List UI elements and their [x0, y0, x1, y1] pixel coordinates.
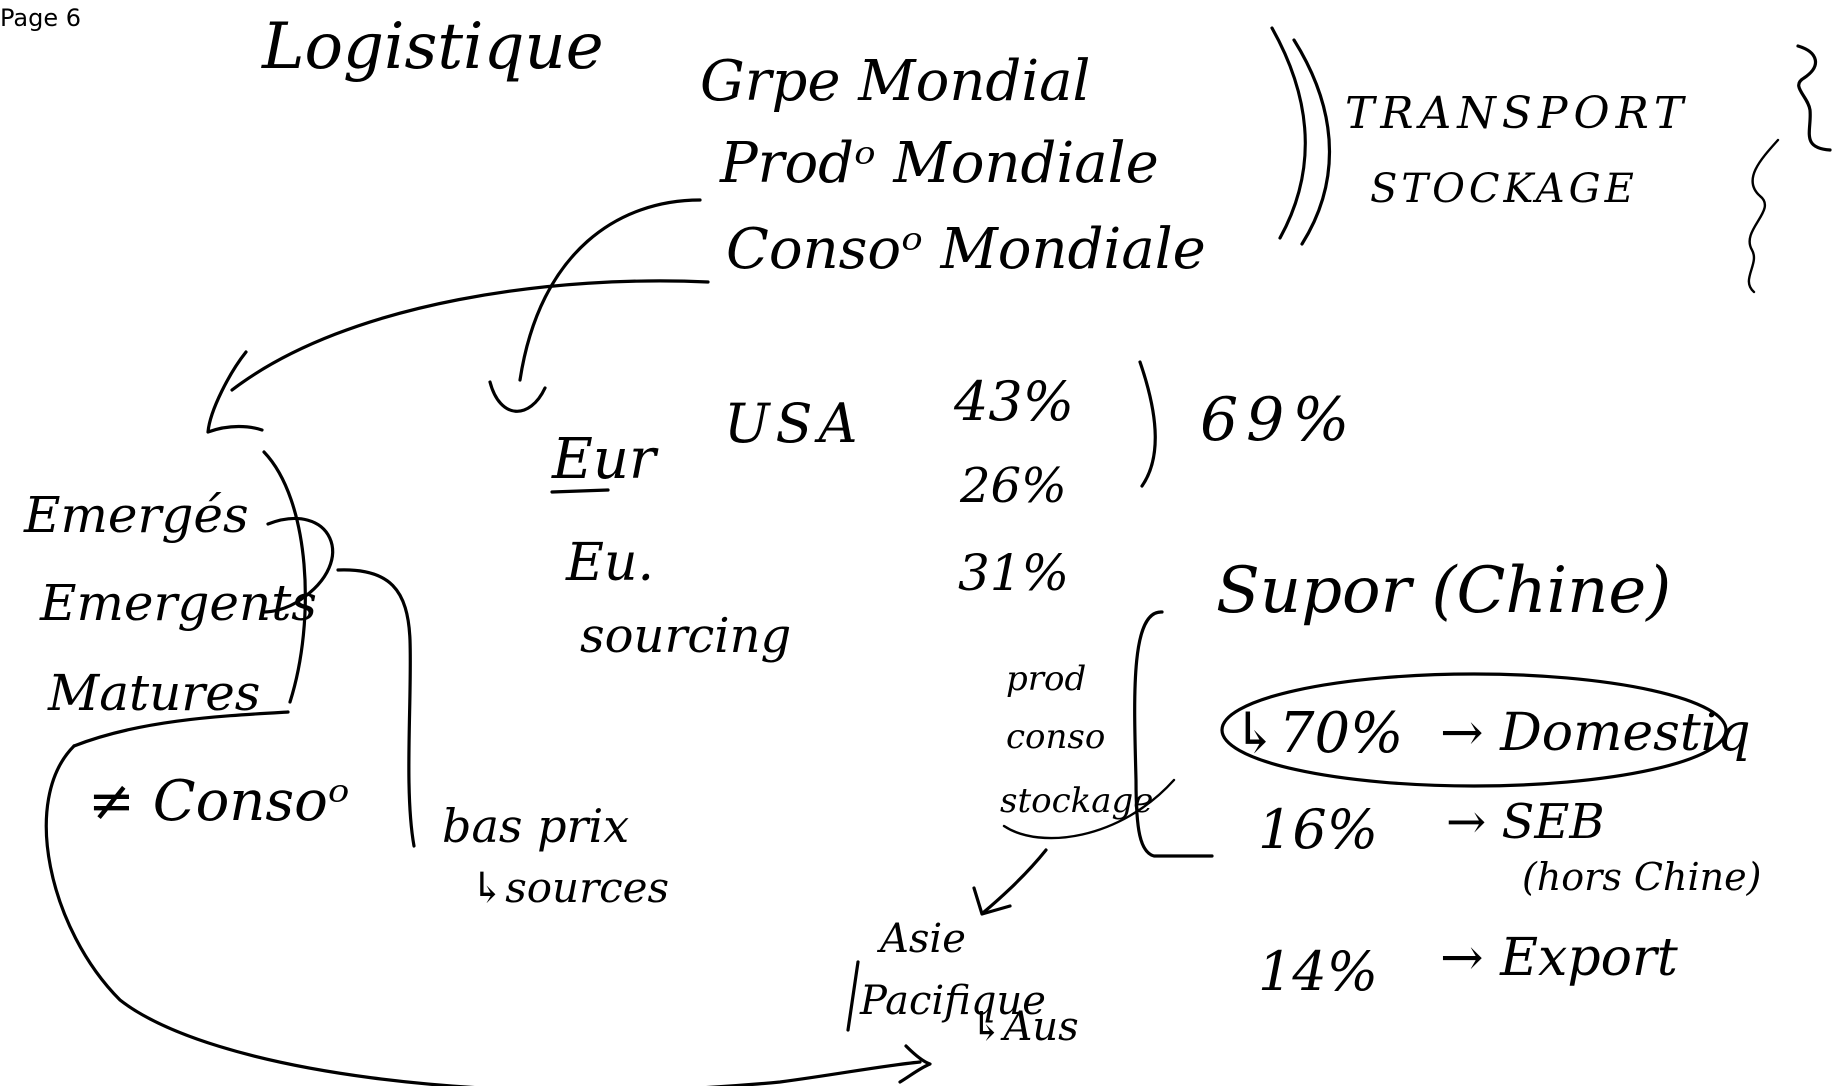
region-eu: Eu. [565, 533, 654, 593]
asia-bar [846, 960, 860, 1032]
supor-note-stockage: stockage [1000, 781, 1153, 821]
left-note-bas-prix: bas prix [442, 799, 629, 853]
pct-eu: 26% [959, 458, 1067, 514]
domestic-ellipse [1220, 672, 1728, 788]
left-consumption: ≠ Consoᵒ [88, 769, 349, 834]
arrow-to-asia [982, 848, 1048, 914]
arrow-consumption-to-left [230, 279, 710, 392]
world-line-consumption: Consoᵒ Mondiale [726, 217, 1206, 282]
double-bracket-outer [1270, 26, 1307, 240]
region-eur: Eur [551, 427, 659, 492]
supor-note-conso: conso [1006, 717, 1105, 757]
arrow-head-regions [488, 380, 547, 413]
left-item-emerges: Emergés [23, 486, 249, 544]
region-sourcing: sourcing [580, 608, 791, 664]
emergents-loop [262, 517, 335, 614]
pct-usa: 43% [953, 370, 1074, 433]
world-line-production: Prodᵒ Mondiale [719, 131, 1159, 196]
curly-brace-mark [1796, 44, 1832, 152]
left-item-matures: Matures [47, 664, 260, 722]
page-label: Page 6 [0, 4, 81, 32]
breakdown-dest-export: → Export [1440, 928, 1678, 988]
breakdown-pct-export: 14% [1258, 940, 1378, 1003]
double-bracket-inner [1292, 38, 1332, 246]
asia-line2: Pacifique [859, 978, 1046, 1024]
loop-to-asia [44, 744, 922, 1086]
pct-total: 69% [1200, 385, 1357, 455]
breakdown-pct-domestic: ↳70% [1232, 701, 1403, 766]
pct-sourcing: 31% [958, 544, 1069, 602]
breakdown-dest-seb: → SEB [1446, 794, 1605, 850]
breakdown-pct-seb: 16% [1258, 798, 1378, 861]
arrow-to-asia-head [972, 886, 1012, 916]
supor-note-prod: prod [1006, 659, 1086, 699]
stockage-underline [1002, 778, 1176, 840]
supor-bracket [1133, 610, 1214, 858]
world-line-group: Grpe Mondial [700, 49, 1090, 114]
left-note-sources: ↳sources [470, 863, 669, 912]
eur-underline [550, 488, 610, 494]
loop-arrow-head [898, 1044, 932, 1084]
arrow-head-left [206, 350, 264, 434]
arrow-production-to-regions [518, 198, 702, 382]
matures-underline [72, 710, 290, 748]
transport-label: TRANSPORT [1345, 88, 1689, 139]
left-item-emergents: Emergents [39, 574, 317, 632]
breakdown-sub-seb: (hors Chine) [1522, 855, 1761, 899]
title: Logistique [261, 10, 604, 84]
region-usa: USA [724, 392, 864, 455]
left-bracket [262, 450, 307, 704]
supor-title: Supor (Chine) [1216, 554, 1671, 628]
squiggle-mark [1747, 138, 1780, 294]
connector-to-bas-prix [336, 568, 416, 848]
stockage-label: STOCKAGE [1370, 166, 1638, 212]
asia-line3: ↳Aus [970, 1004, 1079, 1050]
asia-line1: Asie [876, 916, 966, 962]
pct-bracket [1138, 360, 1157, 488]
breakdown-dest-domestic: → Domestiq [1440, 703, 1751, 763]
